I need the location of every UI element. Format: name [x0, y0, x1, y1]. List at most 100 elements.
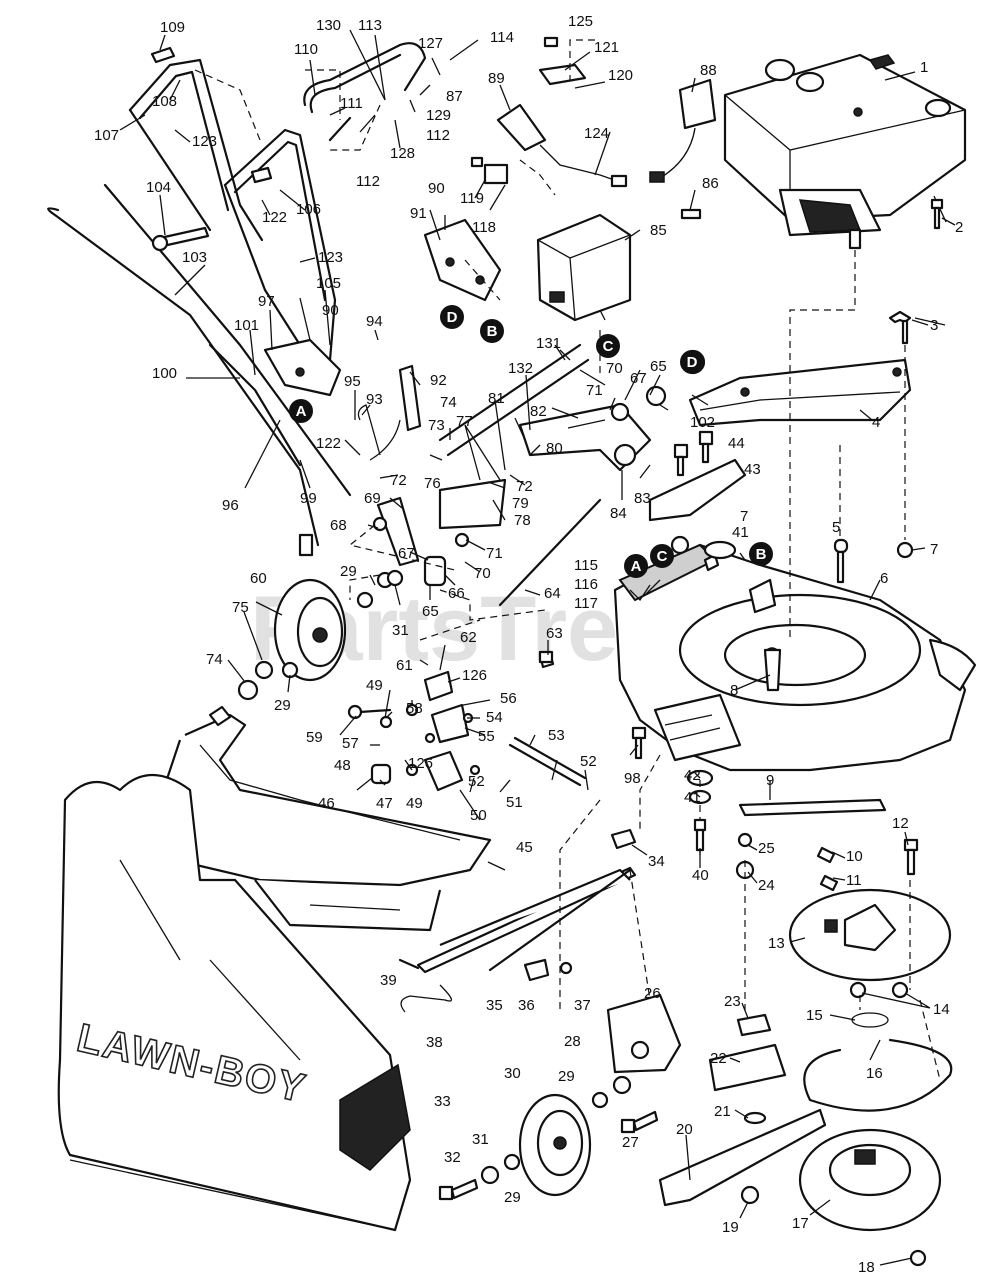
part-label-14: 14	[933, 1001, 950, 1018]
nut-37	[559, 961, 573, 975]
part-label-18: 18	[858, 1259, 875, 1276]
part-label-4: 4	[872, 414, 880, 431]
part-label-119: 119	[460, 190, 484, 207]
part-label-54: 54	[486, 709, 503, 726]
rod-assembly-39	[398, 866, 637, 974]
bolt-32	[438, 1178, 479, 1201]
part-label-52-b: 52	[580, 753, 597, 770]
part-label-8: 8	[730, 682, 738, 699]
washer-21	[743, 1111, 767, 1125]
part-label-92: 92	[430, 372, 447, 389]
callout-a-left: A	[289, 399, 313, 423]
part-label-21: 21	[714, 1103, 731, 1120]
part-label-26: 26	[644, 985, 661, 1002]
part-label-74-b: 74	[206, 651, 223, 668]
part-label-31-b: 31	[472, 1131, 489, 1148]
svg-text:B: B	[487, 323, 498, 340]
part-label-29-c: 29	[340, 563, 357, 580]
bracket-9	[738, 798, 887, 817]
part-label-112-b: 112	[426, 127, 450, 144]
part-label-73: 73	[428, 417, 445, 434]
part-label-23: 23	[724, 993, 741, 1010]
part-label-91: 91	[410, 205, 427, 222]
part-label-99: 99	[300, 490, 317, 507]
part-label-17: 17	[792, 1215, 809, 1232]
part-label-65-b: 65	[650, 358, 667, 375]
baffle-4	[688, 358, 912, 427]
part-34	[610, 828, 637, 850]
callout-b-deck: B	[749, 542, 773, 566]
part-label-15: 15	[806, 1007, 823, 1024]
part-label-10: 10	[846, 848, 863, 865]
part-label-19: 19	[722, 1219, 739, 1236]
part-label-68: 68	[330, 517, 347, 534]
mower-deck-6	[613, 543, 977, 772]
part-label-71-b: 71	[586, 382, 603, 399]
callout-d-right: D	[680, 350, 704, 374]
ring-16	[803, 1038, 953, 1112]
part-label-96: 96	[222, 497, 239, 514]
svg-text:D: D	[447, 309, 458, 326]
wheel-bracket-26	[606, 993, 682, 1074]
part-label-59: 59	[306, 729, 323, 746]
part-label-125: 125	[568, 13, 593, 30]
part-label-2: 2	[955, 219, 963, 236]
callout-c-deck: C	[650, 544, 674, 568]
part-label-95: 95	[344, 373, 361, 390]
leader-dashes	[194, 39, 941, 1081]
part-label-71-a: 71	[486, 545, 503, 562]
part-label-41-low: 41	[684, 789, 701, 806]
svg-text:C: C	[657, 548, 668, 565]
part-label-56: 56	[500, 690, 517, 707]
svg-text:C: C	[603, 338, 614, 355]
rear-wheel-60	[273, 578, 347, 682]
callout-c-upper: C	[596, 334, 620, 358]
part-label-90-b: 90	[322, 302, 339, 319]
blade-plate-17	[798, 1128, 942, 1232]
washer-29-c	[503, 1153, 521, 1171]
part-label-114: 114	[490, 29, 514, 46]
part-label-52-a: 52	[468, 773, 485, 790]
bracket-97	[263, 338, 342, 397]
part-label-116: 116	[574, 576, 598, 593]
hubcap-74	[237, 679, 259, 701]
part-label-44: 44	[728, 435, 745, 452]
svg-text:A: A	[631, 558, 642, 575]
part-label-35: 35	[486, 997, 503, 1014]
part-label-130: 130	[316, 17, 341, 34]
cover-85	[536, 213, 632, 322]
part-label-85: 85	[650, 222, 667, 239]
part-label-28: 28	[564, 1033, 581, 1050]
part-label-81: 81	[488, 390, 505, 407]
part-label-79: 79	[512, 495, 529, 512]
part-label-110: 110	[294, 41, 318, 58]
clip-36	[523, 958, 550, 982]
front-wheel-30	[518, 1093, 592, 1197]
nut-18	[909, 1249, 927, 1267]
part-label-117: 117	[574, 595, 598, 612]
part-label-57: 57	[342, 735, 359, 752]
part-label-67-b: 67	[630, 370, 647, 387]
part-label-32: 32	[444, 1149, 461, 1166]
part-label-131: 131	[536, 335, 561, 352]
part-label-39: 39	[380, 972, 397, 989]
part-label-80: 80	[546, 440, 563, 457]
part-label-64: 64	[544, 585, 561, 602]
callout-a-deck: A	[624, 554, 648, 578]
part-label-84: 84	[610, 505, 627, 522]
part-121	[538, 36, 587, 86]
part-label-49-a: 49	[366, 677, 383, 694]
part-label-20: 20	[676, 1121, 693, 1138]
part-label-93: 93	[366, 391, 383, 408]
part-label-3: 3	[930, 317, 938, 334]
part-label-111: 111	[340, 95, 363, 112]
bracket-22	[708, 1043, 787, 1092]
part-label-50: 50	[470, 807, 487, 824]
part-label-112-a: 112	[356, 173, 380, 190]
part-label-30: 30	[504, 1065, 521, 1082]
part-label-132: 132	[508, 360, 533, 377]
svg-text:A: A	[296, 403, 307, 420]
part-label-74-a: 74	[440, 394, 457, 411]
part-label-60: 60	[250, 570, 267, 587]
engine-assembly	[723, 53, 967, 250]
